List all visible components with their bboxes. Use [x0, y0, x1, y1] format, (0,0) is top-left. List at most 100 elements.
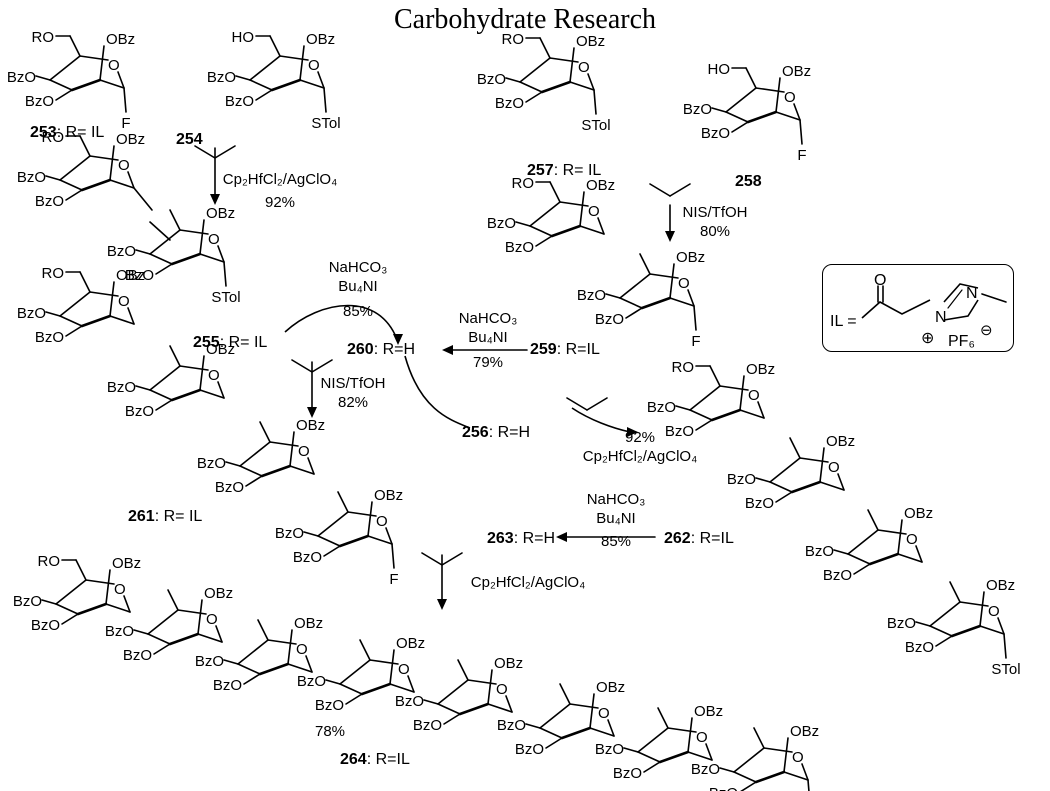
ring-bond	[467, 679, 497, 685]
il-definition-box	[822, 264, 1014, 352]
c2-bond	[979, 591, 985, 627]
c2-obz-label: OBz	[374, 487, 403, 504]
il-nitrogen-2: N	[966, 285, 978, 302]
c4-bond	[35, 75, 51, 81]
ring-bond	[239, 465, 263, 477]
ring-bond	[637, 727, 669, 753]
c6-bond	[457, 659, 469, 681]
c3-bzo-label: BzO	[215, 479, 244, 496]
ring-oxygen: O	[828, 459, 840, 476]
ring-bond	[579, 225, 605, 235]
ring-bond	[529, 225, 553, 237]
ring-bond	[105, 603, 131, 613]
c4-bond	[135, 249, 151, 255]
ring-bond	[799, 457, 829, 463]
arrow-r6	[571, 407, 631, 433]
ring-bond	[317, 511, 349, 537]
compound-264-label: 264: R=IL	[340, 751, 410, 768]
ring-oxygen: O	[696, 729, 708, 746]
ring-bond-bold	[168, 632, 200, 646]
c4-bzo-label: BzO	[497, 717, 526, 734]
ring-oxygen: O	[748, 387, 760, 404]
ring-bond	[249, 55, 281, 81]
c4-bzo-label: BzO	[17, 305, 46, 322]
compound-255-label: 255: R= IL	[193, 334, 268, 351]
c6-bond	[169, 345, 181, 367]
ring-oxygen: O	[376, 513, 388, 530]
c4-bond	[303, 531, 319, 537]
c3-bzo-label: BzO	[35, 329, 64, 346]
ring-bond-bold	[658, 750, 690, 764]
c3-bzo-label: BzO	[905, 639, 934, 656]
ring-bond-bold	[260, 464, 292, 478]
ring-bond	[793, 103, 801, 121]
c3-bond	[625, 307, 643, 319]
c4-bond	[515, 221, 531, 227]
ring-bond-bold	[338, 534, 370, 548]
c3-bond	[545, 737, 563, 749]
ring-bond	[915, 545, 923, 563]
ring-bond-bold	[80, 314, 112, 328]
ring-oxygen: O	[298, 443, 310, 460]
ring-oxygen: O	[906, 531, 918, 548]
il-plus-charge: ⊕	[921, 330, 935, 347]
c4-bzo-label: BzO	[805, 543, 834, 560]
ring-bond	[147, 609, 179, 635]
c2-bond	[99, 45, 105, 81]
c3-bond	[345, 693, 363, 705]
c3-bzo-label: BzO	[31, 617, 60, 634]
reagent-tick	[311, 359, 333, 373]
c6-bond	[169, 209, 181, 231]
c4-bond	[223, 659, 239, 665]
c3-bond	[61, 613, 79, 625]
ring-bond	[589, 727, 615, 737]
c4-bzo-label: BzO	[691, 761, 720, 778]
c4-bond	[915, 621, 931, 627]
ring-oxygen: O	[792, 749, 804, 766]
ring-bond	[217, 245, 225, 263]
ring-oxygen: O	[208, 367, 220, 384]
ring-bond	[237, 663, 261, 675]
c6-bond	[75, 559, 87, 581]
ring-bond	[279, 55, 309, 61]
ring-bond	[305, 655, 313, 673]
c2-obz-label: OBz	[296, 417, 325, 434]
ring-oxygen: O	[108, 57, 120, 74]
c6-substituent: RO	[502, 31, 525, 48]
c2-bond	[105, 569, 111, 605]
anomeric-bond	[799, 119, 803, 145]
c6-bond	[789, 437, 801, 459]
ring-bond-bold	[540, 80, 572, 94]
c2-obz-label: OBz	[576, 33, 605, 50]
c4-bzo-label: BzO	[107, 379, 136, 396]
ring-bond	[339, 659, 371, 685]
c3-bzo-label: BzO	[125, 267, 154, 284]
ring-bond	[959, 601, 989, 607]
glyco-o	[149, 221, 171, 241]
c6-bond	[257, 619, 269, 641]
ring-bond	[819, 481, 845, 491]
c2-obz-label: OBz	[694, 703, 723, 720]
ring-bond	[149, 365, 181, 391]
c6-bond	[79, 135, 91, 157]
c4-bzo-label: BzO	[275, 525, 304, 542]
ring-oxygen: O	[308, 57, 320, 74]
reagent-tick	[214, 145, 236, 159]
arrow-r6-head	[627, 427, 638, 437]
ring-bond	[637, 751, 661, 763]
ring-bond-bold	[640, 296, 672, 310]
ring-bond	[769, 481, 793, 493]
ring-bond	[757, 401, 765, 419]
c4-bzo-label: BzO	[683, 101, 712, 118]
ring-bond	[147, 633, 171, 645]
compound-257-label: 257: R= IL	[527, 162, 602, 179]
ring-bond	[929, 625, 953, 637]
c6-bond	[79, 271, 91, 293]
c2-bond	[669, 263, 675, 299]
ring-bond	[89, 291, 119, 297]
ring-bond	[109, 315, 135, 325]
